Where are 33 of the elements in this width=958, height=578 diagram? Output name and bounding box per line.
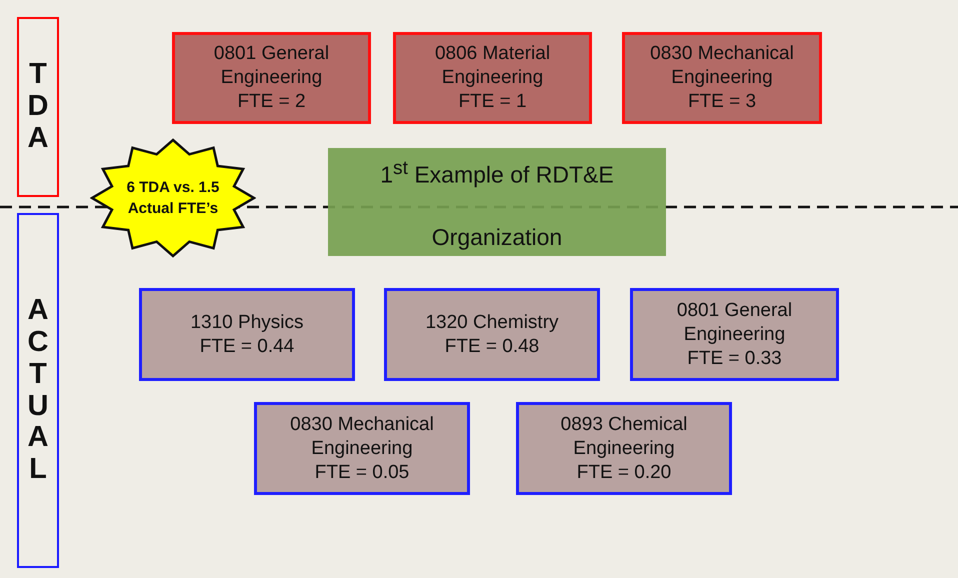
side-label: TDA <box>26 59 50 155</box>
node-title: 1320 Chemistry <box>425 310 559 334</box>
node-title: 1310 Physics <box>190 310 304 334</box>
position-box <box>622 32 822 124</box>
position-box <box>139 288 355 381</box>
node-text: FTE = 0.20 <box>576 460 672 484</box>
node-title: 6 TDA vs. 1.5 Actual FTE’s <box>126 178 220 219</box>
node-text: FTE = 0.33 <box>687 346 782 370</box>
position-box <box>393 32 592 124</box>
node-text: FTE = 0.48 <box>444 334 540 358</box>
node-text: FTE = 0.05 <box>314 460 410 484</box>
node-title: 0801 General Engineering <box>212 42 330 90</box>
node-title: 1$^{st}$ Example of RDT&E <box>380 157 614 190</box>
callout-burst <box>90 138 256 258</box>
node-text: FTE = 2 <box>237 90 306 114</box>
position-box <box>172 32 371 124</box>
node-text: Organization <box>432 223 562 252</box>
node-text: FTE = 1 <box>458 90 527 114</box>
node-text: FTE = 3 <box>688 90 756 114</box>
title-box <box>328 148 666 256</box>
side-label-box <box>17 213 59 568</box>
node-title: 0806 Material Engineering <box>434 42 552 90</box>
node-title: 0893 Chemical Engineering <box>560 412 688 460</box>
node-text: FTE = 0.44 <box>200 334 294 358</box>
node-title: 0830 Mechanical Engineering <box>649 42 795 90</box>
position-box <box>384 288 600 381</box>
position-box <box>254 402 470 495</box>
node-title: 0801 General Engineering <box>676 298 794 346</box>
side-label-box <box>17 17 59 197</box>
side-label: ACTUAL <box>26 294 50 486</box>
node-title: 0830 Mechanical Engineering <box>289 412 435 460</box>
position-box <box>630 288 839 381</box>
position-box <box>516 402 732 495</box>
